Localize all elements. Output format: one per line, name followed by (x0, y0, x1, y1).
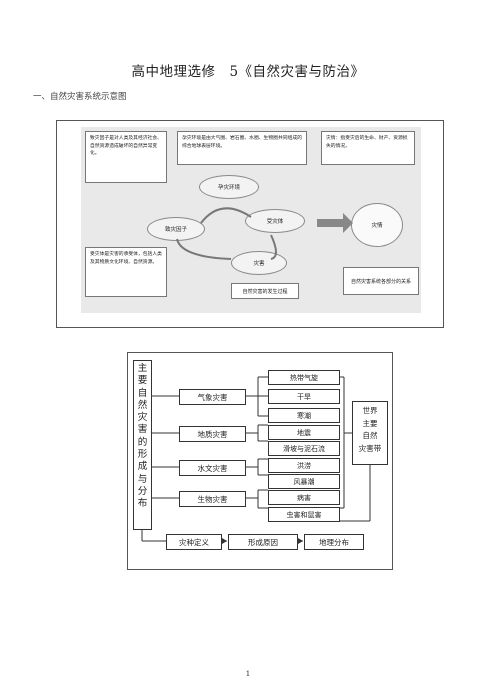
note-environment: 孕灾环境是由大气圈、岩石圈、水圈、生物圈共同组成的综合地球表层环境。 (177, 131, 307, 165)
category-geological: 地质灾害 (179, 426, 246, 442)
vertical-char: 与 (137, 473, 148, 485)
disaster-blob: 灾害 (231, 251, 287, 275)
disaster-formation-figure: 主 要 自 然 灾 害 的 形 成 与 分 布 气象灾害 地质灾害 水文灾害 生… (127, 352, 393, 570)
item-disease: 病害 (268, 490, 340, 505)
figure-background: 致灾因子是对人类及其经济社会、自然资源造成破坏的自然异常变化。 孕灾环境是由大气… (81, 127, 421, 313)
note-damage: 灾情：指受灾后的生命、财产、资源损失的情况。 (321, 131, 415, 165)
right-box-line: 主要 (362, 418, 378, 428)
vertical-char: 布 (137, 498, 148, 510)
caption-process: 自然灾害的发生过程 (231, 283, 299, 299)
category-meteorological: 气象灾害 (179, 389, 246, 405)
page-title: 高中地理选修 5《自然灾害与防治》 (131, 64, 365, 80)
flow-causes: 形成原因 (228, 534, 298, 550)
vertical-char: 自 (137, 387, 148, 399)
vertical-char: 形 (137, 449, 148, 461)
flow-definition: 灾种定义 (166, 534, 222, 550)
vertical-char: 主 (137, 363, 148, 374)
item-earthquake: 地震 (268, 425, 340, 440)
flow-distribution: 地理分布 (304, 534, 364, 550)
page-number: 1 (245, 670, 251, 678)
right-box-line: 灾害带 (358, 443, 382, 453)
item-cold-wave: 寒潮 (268, 408, 340, 423)
category-hydrological: 水文灾害 (179, 460, 246, 476)
right-box-line: 世界 (362, 406, 378, 415)
vertical-char: 然 (137, 399, 148, 411)
right-box-line: 自然 (362, 431, 378, 440)
item-pests: 虫害和鼠害 (268, 507, 340, 522)
exposed-body-blob: 受灾体 (245, 209, 305, 233)
disaster-system-figure: 致灾因子是对人类及其经济社会、自然资源造成破坏的自然异常变化。 孕灾环境是由大气… (56, 120, 444, 328)
note-hazard-factor: 致灾因子是对人类及其经济社会、自然资源造成破坏的自然异常变化。 (85, 131, 167, 183)
note-exposed-body: 受灾体是灾害的承受体，包括人类及其物质文化环境、自然资源。 (85, 247, 167, 297)
environment-blob: 孕灾环境 (199, 175, 259, 199)
vertical-char: 害 (137, 424, 148, 436)
damage-blob: 灾情 (351, 203, 403, 247)
hazard-factor-blob: 致灾因子 (147, 217, 205, 241)
vertical-char: 成 (137, 461, 148, 473)
figure2-connectors (141, 376, 371, 544)
vertical-char: 灾 (137, 412, 148, 424)
vertical-char: 要 (137, 375, 148, 387)
item-drought: 干旱 (268, 389, 340, 404)
world-disaster-belt-box: 世界 主要 自然 灾害带 (352, 401, 388, 465)
vertical-label: 主 要 自 然 灾 害 的 形 成 与 分 布 (133, 360, 152, 530)
vertical-char: 的 (137, 436, 148, 448)
section-heading: 一、自然灾害系统示意图 (33, 92, 127, 102)
caption-system: 自然灾害系统各部分的关系 (343, 267, 419, 295)
item-flood: 洪涝 (268, 458, 340, 473)
vertical-char: 分 (137, 485, 148, 497)
item-tropical-cyclone: 热带气旋 (268, 370, 340, 385)
figure1-arrows (176, 207, 353, 260)
item-landslide: 滑坡与泥石流 (268, 441, 340, 456)
item-storm-surge: 风暴潮 (268, 474, 340, 489)
category-biological: 生物灾害 (179, 491, 246, 507)
